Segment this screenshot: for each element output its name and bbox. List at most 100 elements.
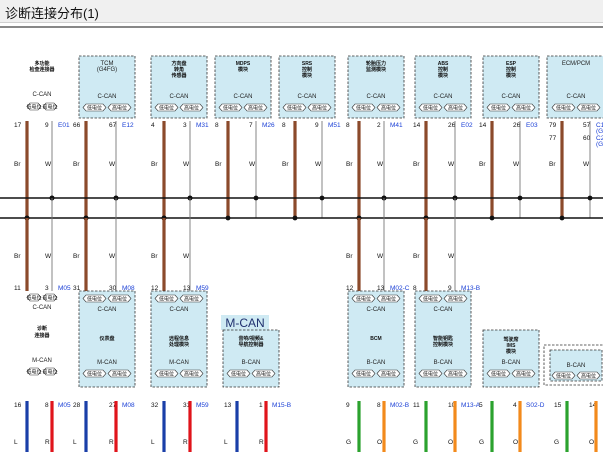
- pin-tags-top-telematics-hi-tag-shape: [179, 294, 204, 303]
- pin-number: 31: [73, 285, 81, 292]
- mfc-pin-tags-lo-tag: 低电位: [26, 104, 41, 111]
- m-can-section-label: M-CAN: [225, 316, 264, 330]
- wire-color-label: O: [513, 439, 518, 446]
- wire-color-label: W: [377, 253, 384, 260]
- mfc-pin-tags-hi-tag-shape: [42, 102, 58, 111]
- wire-color-label: W: [448, 253, 455, 260]
- bus-label-c-can: C-CAN: [367, 307, 386, 313]
- module-name-tcm: TCM(G4FG): [97, 61, 117, 73]
- bus-splice: [587, 195, 593, 201]
- pin-number: 10: [448, 402, 456, 409]
- diag-pin-tags-top-lo-tag: 低电位: [26, 295, 41, 302]
- pin-number: 26: [513, 122, 521, 129]
- module-name-av: 音响/视频&导航控制器: [238, 335, 264, 348]
- connector-ref: M15-B: [272, 402, 291, 409]
- pin-number: 32: [151, 402, 159, 409]
- pin-number: 8: [377, 402, 381, 409]
- bus-splice: [292, 215, 298, 221]
- pin-number: 30: [109, 285, 117, 292]
- wire-color-label: L: [73, 439, 77, 446]
- pin-number: 14: [479, 122, 487, 129]
- connector-ref: M02-C: [390, 285, 410, 292]
- module-box-av: [222, 329, 280, 388]
- bus-label-c-can: C-CAN: [98, 307, 117, 313]
- wire-color-label: O: [448, 439, 453, 446]
- connector-ref: E02: [461, 122, 473, 129]
- pin-tags-steer-hi-tag-shape: [179, 103, 204, 112]
- pin-number: 77: [549, 135, 557, 142]
- pin-number: 16: [14, 402, 22, 409]
- wire-color-label: Br: [479, 161, 486, 168]
- wire-color-label: R: [109, 439, 114, 446]
- bus-label-c-can: C-CAN: [434, 307, 453, 313]
- wire-color-label: Br: [549, 161, 556, 168]
- bus-label-m-can: M-CAN: [169, 360, 189, 366]
- module-name-cluster: 仪表盘: [98, 335, 114, 342]
- module-box-more: [543, 344, 603, 386]
- pin-number: 66: [73, 122, 81, 129]
- wire-color-label: L: [151, 439, 155, 446]
- wire-color-label: Br: [14, 253, 21, 260]
- pin-number: 7: [249, 122, 253, 129]
- pin-tags-bottom-av-lo-tag: 低电位: [231, 371, 246, 378]
- wire-color-label: Br: [14, 161, 21, 168]
- pin-number: 31: [183, 402, 191, 409]
- connector-ref: C1: [596, 122, 603, 129]
- bus-label-c-can: C-CAN: [298, 94, 317, 100]
- wire-color-label: Br: [282, 161, 289, 168]
- wire-color-label: Br: [73, 253, 80, 260]
- diag-pin-tags-bottom-hi-tag-shape: [42, 367, 58, 376]
- pin-tags-ecm-lo-tag-shape: [551, 103, 576, 112]
- m-can-section-bg: [221, 315, 269, 330]
- pin-number: 57: [583, 122, 591, 129]
- pin-tags-bottom-telematics-hi-tag: 高电位: [184, 371, 199, 378]
- bus-splice: [319, 195, 325, 201]
- pin-tags-more-lo-tag-shape: [551, 371, 576, 380]
- connector-ref: M02-B: [390, 402, 409, 409]
- pin-tags-bottom-smartkey-lo-tag: 低电位: [423, 371, 438, 378]
- bus-label-c-can: C-CAN: [434, 94, 453, 100]
- pin-tags-tpms-lo-tag: 低电位: [356, 105, 371, 112]
- pin-tags-bottom-ims-lo-tag-shape: [486, 369, 511, 378]
- pin-tags-abs-lo-tag: 低电位: [423, 105, 438, 112]
- bus-label-c-can: C-CAN: [567, 94, 586, 100]
- mfc-pin-tags-lo-tag-shape: [26, 102, 42, 111]
- pin-number: 11: [14, 285, 21, 292]
- diag-pin-tags-bottom-lo-tag: 低电位: [26, 369, 41, 376]
- wire-color-label: L: [224, 439, 228, 446]
- pin-tags-bottom-cluster-lo-tag-shape: [82, 369, 107, 378]
- pin-tags-top-telematics-lo-tag-shape: [154, 294, 179, 303]
- pin-tags-bottom-cluster-hi-tag-shape: [107, 369, 132, 378]
- pin-number: 2: [377, 122, 381, 129]
- pin-number: 14: [413, 122, 421, 129]
- pin-tags-bottom-bcm-hi-tag-shape: [376, 369, 401, 378]
- wire-color-label: Br: [413, 253, 420, 260]
- bus-label-b-can: B-CAN: [367, 360, 386, 366]
- wire-color-label: Br: [346, 253, 353, 260]
- connector-ref: M08: [122, 285, 135, 292]
- connector-ref: E03: [526, 122, 538, 129]
- pin-tags-esp-hi-tag: 高电位: [516, 105, 531, 112]
- connector-ref: S02-D: [526, 402, 545, 409]
- module-box-ims: [482, 329, 540, 388]
- bus-label-c-can: C-CAN: [33, 305, 52, 311]
- bus-label-b-can: B-CAN: [242, 360, 261, 366]
- diag-pin-tags-bottom-lo-tag-shape: [26, 367, 42, 376]
- wire-color-label: W: [183, 161, 190, 168]
- pin-tags-bottom-bcm-lo-tag-shape: [351, 369, 376, 378]
- pin-tags-abs-lo-tag-shape: [418, 103, 443, 112]
- pin-number: 3: [45, 285, 49, 292]
- pin-tags-top-bcm-hi-tag: 高电位: [381, 296, 396, 303]
- bus-label-c-can: C-CAN: [234, 94, 253, 100]
- pin-tags-more-lo-tag: 低电位: [556, 373, 571, 380]
- pin-number: 13: [377, 285, 385, 292]
- connector-ref: M41: [390, 122, 403, 129]
- pin-tags-top-bcm-lo-tag: 低电位: [356, 296, 371, 303]
- pin-tags-bottom-av-hi-tag: 高电位: [256, 371, 271, 378]
- bus-label-b-can: B-CAN: [567, 363, 586, 369]
- pin-tags-tpms-lo-tag-shape: [351, 103, 376, 112]
- bus-splice: [517, 195, 523, 201]
- pin-tags-more-hi-tag: 高电位: [581, 373, 596, 380]
- pin-number: 13: [183, 285, 191, 292]
